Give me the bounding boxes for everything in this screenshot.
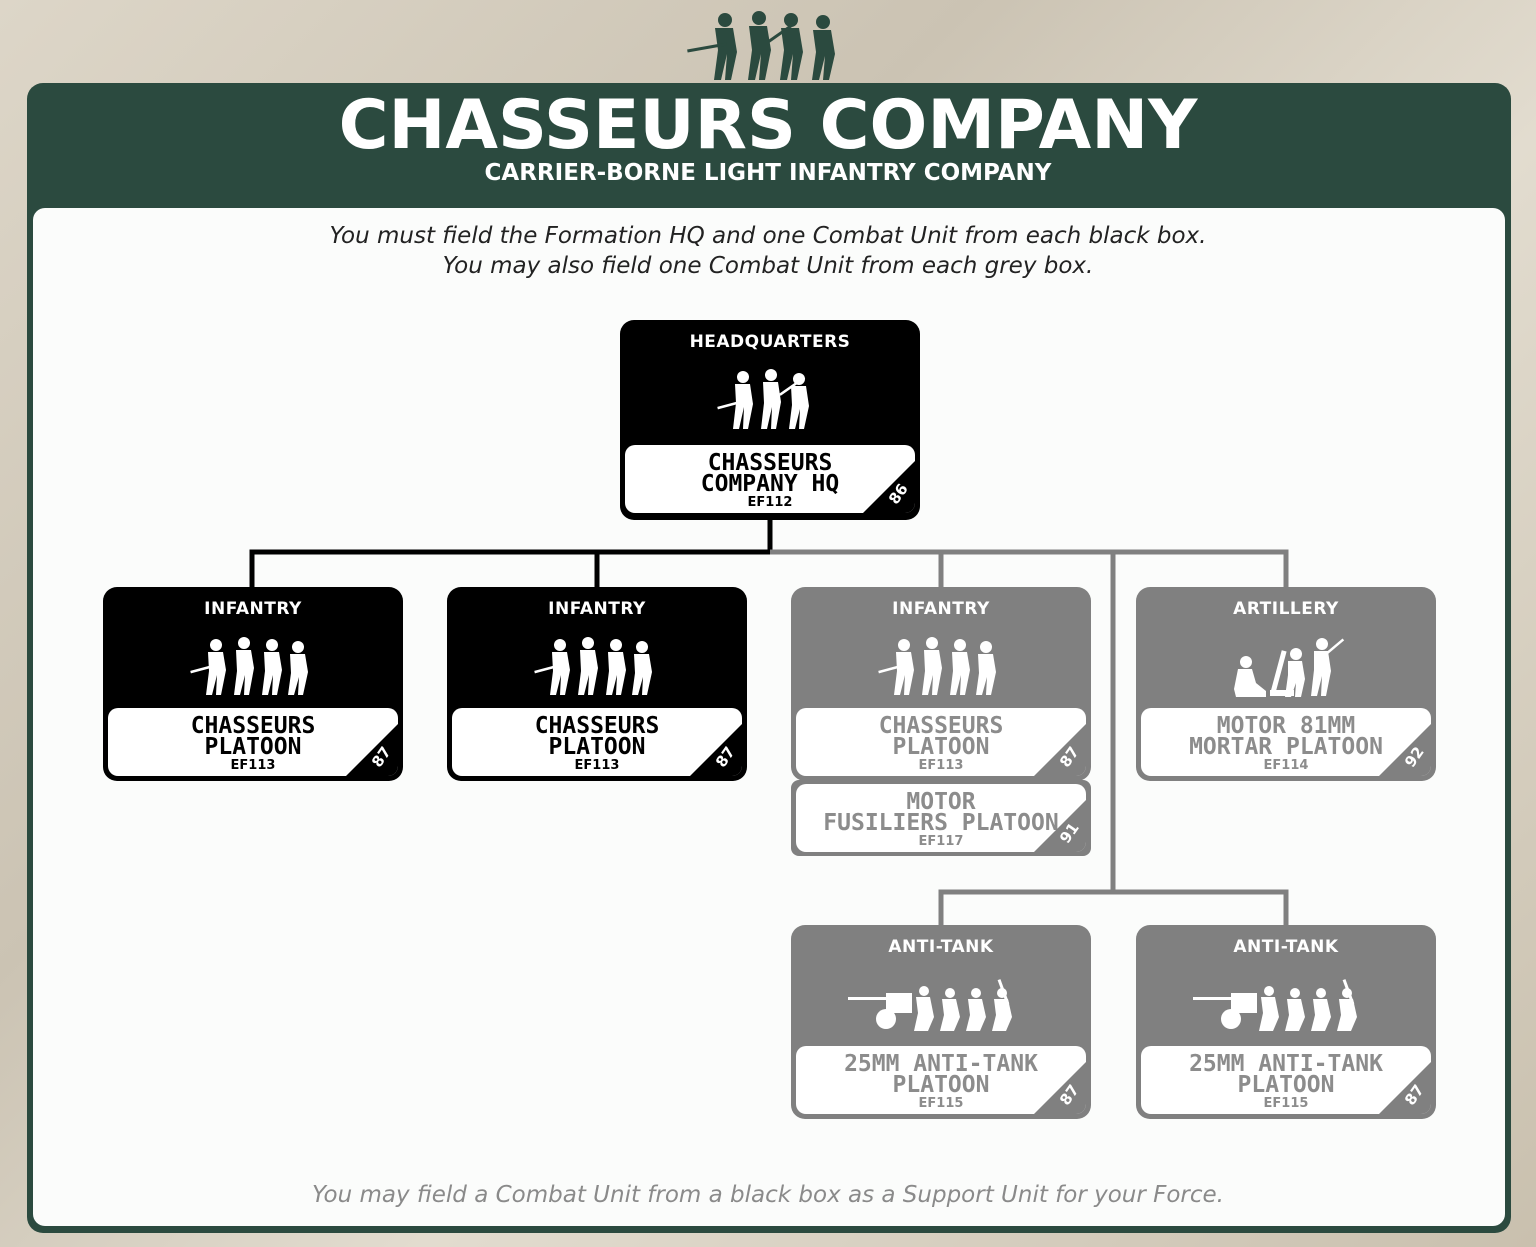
page-subtitle: CARRIER-BORNE LIGHT INFANTRY COMPANY: [484, 160, 1052, 186]
unit-category: INFANTRY: [204, 599, 302, 619]
unit-code: EF115: [918, 1096, 964, 1111]
soldiers-emblem-icon: [687, 11, 835, 80]
unit-category: INFANTRY: [548, 599, 646, 619]
infantry-squad-icon: [103, 627, 403, 707]
unit-category: ANTI-TANK: [1233, 937, 1339, 957]
unit-name-line1: CHASSEURS: [534, 713, 660, 739]
unit-name-line1: MOTOR 81MM: [1216, 713, 1356, 739]
instruction-line-2: You may also field one Combat Unit from …: [442, 253, 1094, 279]
anti-tank-gun-icon: [1136, 965, 1436, 1045]
hq-code: EF112: [747, 495, 793, 510]
unit-name-line2: PLATOON: [892, 1072, 990, 1098]
hq-soldiers-icon: [620, 360, 920, 440]
unit-code: EF114: [1263, 758, 1309, 773]
unit-code: EF117: [918, 834, 964, 849]
page-title: CHASSEURS COMPANY: [338, 86, 1198, 165]
unit-name-line2: FUSILIERS PLATOON: [823, 810, 1059, 836]
unit-name-line1: CHASSEURS: [878, 713, 1004, 739]
unit-category: ANTI-TANK: [888, 937, 994, 957]
unit-code: EF115: [1263, 1096, 1309, 1111]
unit-name-line2: PLATOON: [204, 734, 302, 760]
unit-name-line2: PLATOON: [892, 734, 990, 760]
unit-category: INFANTRY: [892, 599, 990, 619]
unit-name-line2: PLATOON: [1237, 1072, 1335, 1098]
anti-tank-gun-icon: [791, 965, 1091, 1045]
unit-name-line1: CHASSEURS: [190, 713, 316, 739]
unit-name-line1: 25MM ANTI-TANK: [1189, 1051, 1383, 1077]
unit-name-line2: MORTAR PLATOON: [1189, 734, 1383, 760]
infantry-squad-icon: [447, 627, 747, 707]
unit-name-line1: 25MM ANTI-TANK: [844, 1051, 1038, 1077]
unit-name-line2: PLATOON: [548, 734, 646, 760]
instruction-line-1: You must field the Formation HQ and one …: [329, 223, 1207, 249]
unit-name-line1: MOTOR: [906, 789, 976, 815]
mortar-crew-icon: [1136, 627, 1436, 707]
footer-note: You may field a Combat Unit from a black…: [312, 1182, 1224, 1208]
infantry-squad-icon: [791, 627, 1091, 707]
unit-code: EF113: [918, 758, 964, 773]
unit-code: EF113: [574, 758, 620, 773]
unit-code: EF113: [230, 758, 276, 773]
hq-name-line1: CHASSEURS: [707, 450, 833, 476]
hq-name-line2: COMPANY HQ: [700, 471, 840, 497]
unit-category: ARTILLERY: [1233, 599, 1339, 619]
hq-category: HEADQUARTERS: [689, 332, 851, 352]
